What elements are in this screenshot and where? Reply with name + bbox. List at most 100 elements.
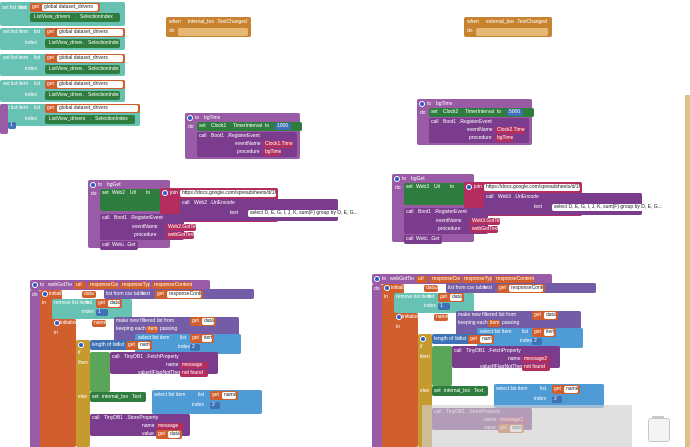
- property-dropdown[interactable]: Text: [472, 388, 486, 395]
- get-variable-dropdown[interactable]: data: [202, 318, 214, 325]
- listview-selectionindex[interactable]: [45, 91, 120, 100]
- get-variable-dropdown[interactable]: data2: [544, 312, 556, 319]
- compare-block[interactable]: [90, 340, 152, 350]
- mutator-gear-icon[interactable]: [384, 285, 390, 291]
- mutator-gear-icon[interactable]: [394, 176, 400, 182]
- get-variable-dropdown[interactable]: data: [168, 431, 180, 438]
- param-field[interactable]: responseCode: [430, 276, 460, 283]
- get-variable-dropdown[interactable]: item: [544, 329, 554, 336]
- text-field[interactable]: Clock2.Timer: [495, 127, 525, 134]
- procedure-edge[interactable]: [0, 104, 8, 134]
- variable-name-field[interactable]: name: [92, 320, 106, 327]
- component-dropdown[interactable]: Boot1: [112, 215, 128, 222]
- text-field[interactable]: select D, E, G, I, J, K, sum(F) group by…: [552, 204, 670, 211]
- text-field[interactable]: not found: [522, 364, 550, 371]
- select-list-item[interactable]: [152, 390, 262, 414]
- set-internal-box-text[interactable]: [432, 346, 452, 386]
- variable-name-field[interactable]: data: [82, 291, 96, 298]
- get-variable-dropdown[interactable]: global dataset_drivers: [57, 81, 123, 88]
- component-dropdown[interactable]: Web3: [414, 184, 430, 191]
- get-variable-dropdown[interactable]: name: [138, 342, 150, 349]
- property-dropdown[interactable]: SelectionIndex: [86, 40, 119, 47]
- procedure-name-field[interactable]: bgGet2: [409, 176, 425, 183]
- mutator-gear-icon[interactable]: [396, 314, 402, 320]
- get-variable-dropdown[interactable]: global dataset_drivers: [57, 55, 123, 62]
- procedure-name-field[interactable]: webGotText2: [388, 276, 414, 283]
- select-list-item[interactable]: [477, 328, 583, 348]
- procedure-name-field[interactable]: bgTimer: [202, 115, 220, 122]
- param-field[interactable]: responseType: [120, 282, 150, 289]
- property-dropdown[interactable]: TimerInterval: [463, 109, 495, 116]
- mutator-gear-icon[interactable]: [419, 101, 425, 107]
- number-field[interactable]: 1000: [275, 123, 291, 130]
- component-dropdown[interactable]: Web2: [192, 200, 208, 207]
- param-field[interactable]: url: [74, 282, 86, 289]
- property-dropdown[interactable]: Url: [432, 184, 446, 191]
- get-variable-dropdown[interactable]: global dataset_drivers: [57, 105, 138, 112]
- mutator-gear-icon[interactable]: [54, 320, 60, 326]
- number-field[interactable]: 5000: [507, 109, 523, 116]
- get-variable-dropdown[interactable]: responseContent: [167, 291, 201, 298]
- text-field[interactable]: select D, E, G, I, J, K, sum(F) group by…: [248, 210, 366, 217]
- property-dropdown[interactable]: SelectionIndex: [78, 14, 118, 21]
- component-dropdown[interactable]: Web3: [496, 194, 512, 201]
- mutator-gear-icon[interactable]: [420, 336, 426, 342]
- number-field[interactable]: 1: [438, 303, 450, 310]
- listview-selectionindex[interactable]: [30, 13, 120, 22]
- get-variable-dropdown[interactable]: global dataset_drivers: [42, 4, 98, 11]
- text-field[interactable]: https://docs.google.com/spreadsheets/d/1…: [484, 184, 580, 191]
- text-field[interactable]: Web2.GotText: [166, 224, 196, 231]
- variable-name-field[interactable]: data2: [424, 285, 438, 292]
- mutator-gear-icon[interactable]: [78, 342, 84, 348]
- component-dropdown[interactable]: Boot1: [416, 209, 432, 216]
- component-dropdown[interactable]: Boot1: [209, 133, 225, 140]
- param-field[interactable]: responseCode: [88, 282, 118, 289]
- text-field[interactable]: webGotText2: [470, 226, 498, 233]
- select-list-item[interactable]: [494, 384, 604, 408]
- get-variable-dropdown[interactable]: name2: [564, 386, 578, 393]
- component-dropdown[interactable]: Web2: [110, 190, 126, 197]
- component-dropdown[interactable]: internal_box: [186, 19, 214, 26]
- get-variable-dropdown[interactable]: data: [108, 300, 120, 307]
- property-dropdown[interactable]: Url: [128, 190, 142, 197]
- number-field[interactable]: 2: [532, 338, 542, 345]
- component-dropdown[interactable]: ListView_drivers: [47, 116, 89, 123]
- component-dropdown[interactable]: internal_box: [100, 394, 128, 401]
- text-field[interactable]: message: [156, 423, 184, 430]
- property-dropdown[interactable]: TimerInterval: [231, 123, 263, 130]
- component-dropdown[interactable]: internal_box: [442, 388, 470, 395]
- text-field[interactable]: webGotText: [166, 232, 194, 239]
- get-variable-dropdown[interactable]: item: [202, 335, 212, 342]
- get-variable-dropdown[interactable]: name: [222, 392, 236, 399]
- component-dropdown[interactable]: Web3: [414, 236, 428, 243]
- number-field[interactable]: 1: [96, 309, 108, 316]
- mutator-gear-icon[interactable]: [90, 182, 96, 188]
- set-internal-box-text[interactable]: [90, 352, 110, 392]
- listview-selectionindex[interactable]: [45, 39, 120, 48]
- property-dropdown[interactable]: Text: [130, 394, 144, 401]
- select-list-item[interactable]: [135, 334, 241, 354]
- procedure-name-field[interactable]: bgGet: [105, 182, 121, 189]
- mutator-gear-icon[interactable]: [42, 291, 48, 297]
- get-variable-dropdown[interactable]: name2: [480, 336, 492, 343]
- property-dropdown[interactable]: SelectionIndex: [93, 116, 133, 123]
- property-dropdown[interactable]: SelectionIndex: [86, 92, 119, 99]
- component-dropdown[interactable]: Clock1: [209, 123, 229, 130]
- param-field[interactable]: responseContent: [494, 276, 534, 283]
- component-dropdown[interactable]: external_box: [484, 19, 514, 26]
- component-dropdown[interactable]: ListView_drivers: [47, 40, 82, 47]
- procedure-name-field[interactable]: bgTimer2: [434, 101, 452, 108]
- variable-name-field[interactable]: name2: [434, 314, 448, 321]
- param-field[interactable]: url: [416, 276, 428, 283]
- procedure-name-field[interactable]: webGotText: [46, 282, 72, 289]
- workspace-scrollbar[interactable]: [685, 95, 690, 447]
- text-field[interactable]: https://docs.google.com/spreadsheets/d/1…: [180, 190, 276, 197]
- mutator-gear-icon[interactable]: [466, 184, 472, 190]
- component-dropdown[interactable]: Web2: [110, 242, 124, 249]
- component-dropdown[interactable]: ListView_drivers: [47, 92, 82, 99]
- listview-selectionindex[interactable]: [45, 65, 120, 74]
- number-field[interactable]: 1: [8, 122, 16, 129]
- component-dropdown[interactable]: ListView_drivers: [47, 66, 82, 73]
- param-field[interactable]: responseType: [462, 276, 492, 283]
